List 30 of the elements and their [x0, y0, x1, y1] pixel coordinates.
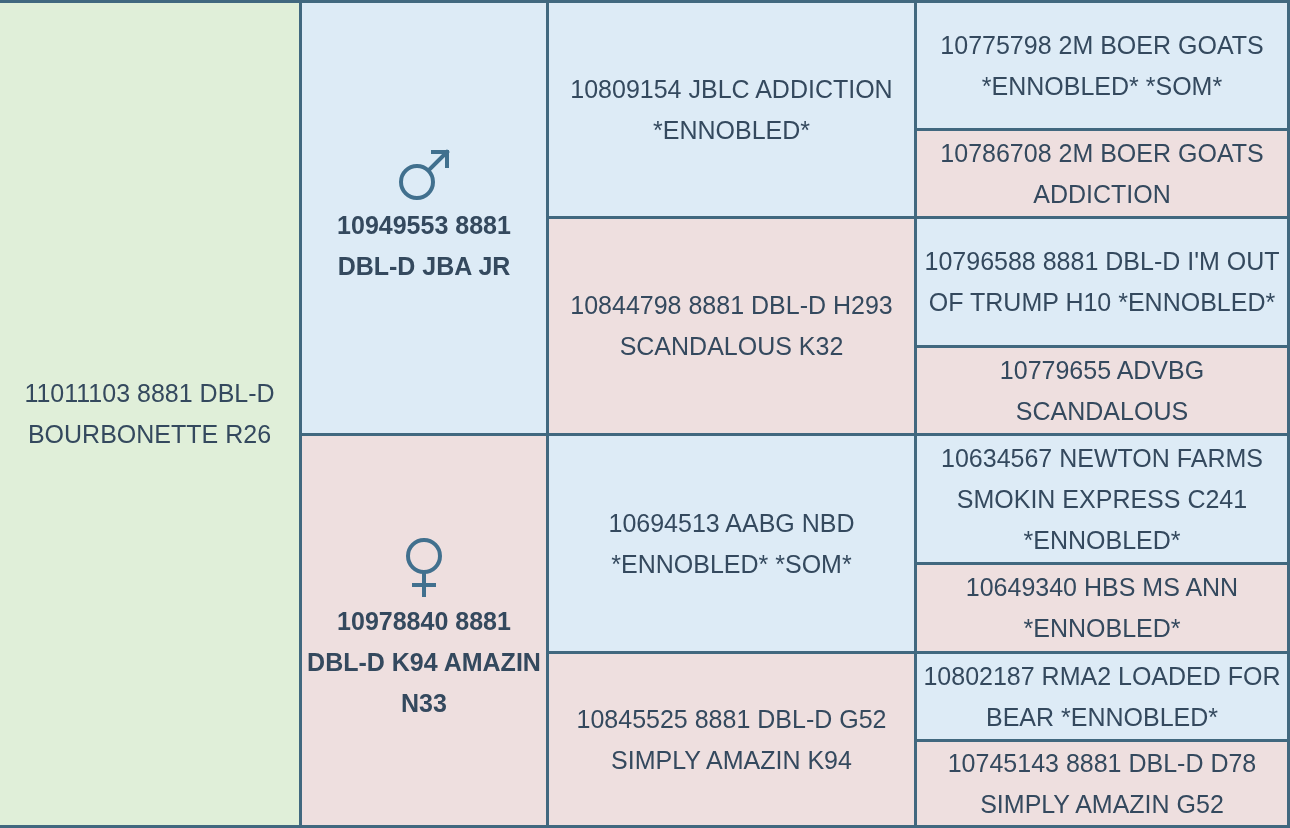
- pedigree-cell: [0, 3, 299, 825]
- animal-name: 10694513 AABG NBD *ENNOBLED* *SOM*: [607, 507, 856, 580]
- animal-name: 10978840 8881 DBL-D K94 AMAZIN N33: [306, 606, 542, 719]
- animal-name: 10779655 ADVBG SCANDALOUS: [998, 354, 1206, 427]
- pedigree-cell: [549, 3, 914, 216]
- animal-name: 10649340 HBS MS ANN *ENNOBLED*: [964, 572, 1240, 644]
- animal-name: 10802187 RMA2 LOADED FOR BEAR *ENNOBLED*: [922, 660, 1282, 733]
- pedigree-cell: [917, 565, 1287, 651]
- pedigree-cell: [917, 742, 1287, 825]
- animal-name: 10775798 2M BOER GOATS *ENNOBLED* *SOM*: [939, 29, 1265, 102]
- pedigree-cell: [917, 654, 1287, 739]
- animal-name: 10634567 NEWTON FARMS SMOKIN EXPRESS C241 *ENNOBLED*: [940, 442, 1264, 556]
- animal-name: 10809154 JBLC ADDICTION *ENNOBLED*: [569, 73, 894, 146]
- pedigree-cell: [549, 436, 914, 651]
- pedigree-cell: [917, 3, 1287, 128]
- pedigree-cell: [917, 219, 1287, 345]
- animal-name: 10786708 2M BOER GOATS ADDICTION: [939, 137, 1265, 210]
- pedigree-cell: [549, 654, 914, 825]
- animal-name: 10844798 8881 DBL-D H293 SCANDALOUS K32: [569, 290, 894, 362]
- pedigree-cell: [917, 436, 1287, 562]
- animal-name: 10796588 8881 DBL-D I'M OUT OF TRUMP H10 *ENNOBLED*: [923, 246, 1281, 318]
- pedigree-cell: [917, 131, 1287, 216]
- animal-name: 10845525 8881 DBL-D G52 SIMPLY AMAZIN K94: [575, 703, 888, 776]
- pedigree-cell: [302, 436, 546, 825]
- animal-name: 11011103 8881 DBL-D BOURBONETTE R26: [23, 378, 276, 450]
- pedigree-cell: [917, 348, 1287, 433]
- pedigree-cell: [549, 219, 914, 433]
- animal-name: 10745143 8881 DBL-D D78 SIMPLY AMAZIN G52: [946, 747, 1258, 820]
- pedigree-cell: [302, 3, 546, 433]
- animal-name: 10949553 8881 DBL-D JBA JR: [336, 210, 512, 282]
